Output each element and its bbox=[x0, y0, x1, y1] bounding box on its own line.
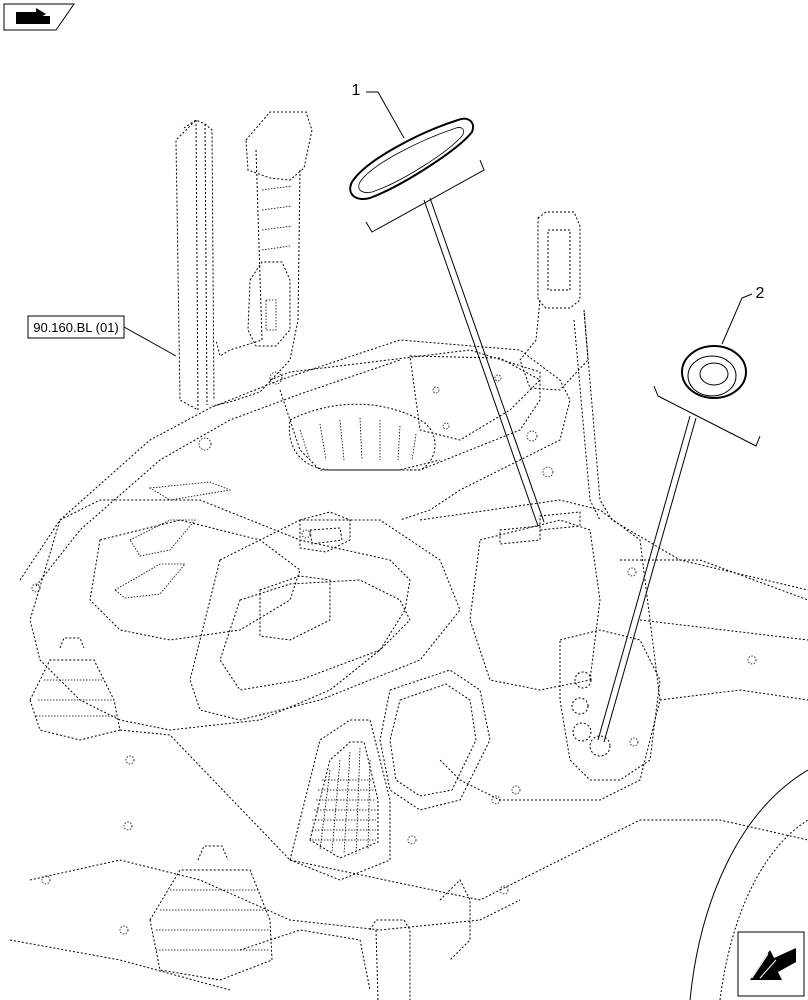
reference-box-label: 90.160.BL (01) bbox=[33, 320, 119, 335]
callout-1-label: 1 bbox=[352, 82, 361, 99]
grille-pattern bbox=[312, 747, 376, 855]
cab-interior-drawing bbox=[9, 111, 808, 1000]
part-1-seal-strip[interactable] bbox=[349, 117, 474, 200]
book-pointer-icon[interactable] bbox=[3, 3, 75, 31]
next-page-arrow-icon[interactable] bbox=[737, 931, 805, 997]
left-joystick bbox=[29, 637, 121, 741]
right-joystick bbox=[149, 845, 273, 981]
reference-box[interactable]: 90.160.BL (01) bbox=[27, 315, 177, 357]
part-2-plug[interactable] bbox=[681, 345, 747, 399]
callout-2-label: 2 bbox=[756, 285, 765, 302]
